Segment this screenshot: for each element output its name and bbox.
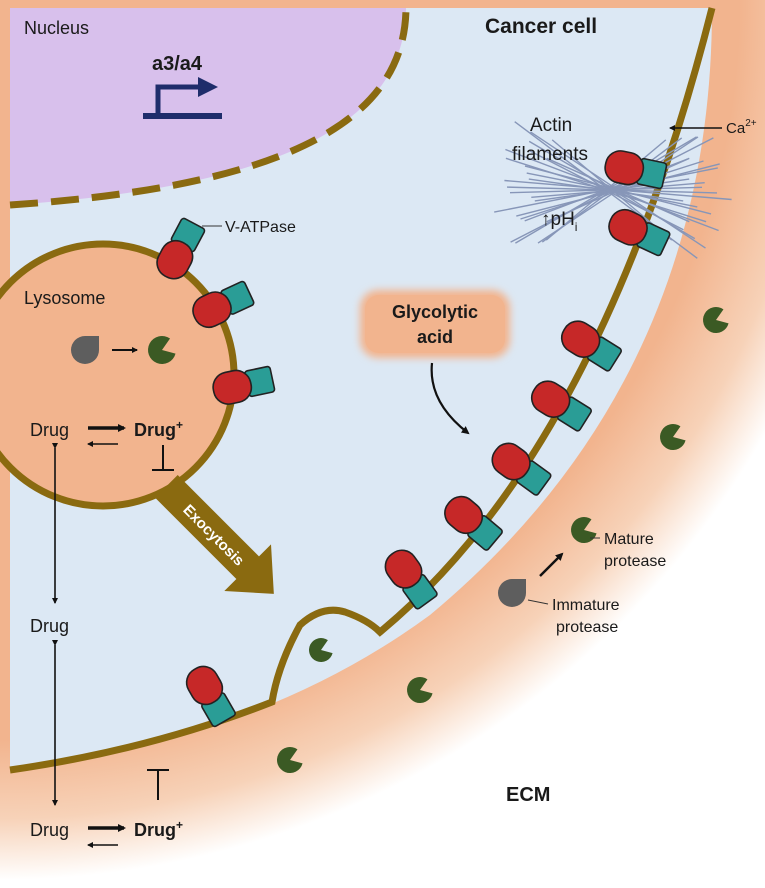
drug-plus-ecm-label: Drug+ (134, 818, 183, 840)
ecm-label: ECM (506, 784, 550, 806)
immature-protease-label-line2: protease (556, 619, 618, 636)
gene-label: a3/a4 (152, 53, 203, 75)
immature-protease-icon (71, 336, 99, 364)
calcium-text: Ca (726, 120, 746, 137)
drug-lysosome-label: Drug (30, 420, 69, 440)
lysosome-label: Lysosome (24, 288, 105, 308)
ph-subscript: i (575, 220, 578, 234)
calcium-superscript: 2+ (745, 118, 757, 129)
drug-plus-text-top: Drug (134, 420, 176, 440)
mature-protease-label-line2: protease (604, 553, 666, 570)
immature-protease-label-line1: Immature (552, 597, 620, 614)
drug-plus-sign-bottom: + (176, 818, 183, 832)
nucleus-label: Nucleus (24, 18, 89, 38)
ph-text: ↑pH (541, 209, 575, 230)
v-atpase-label: V-ATPase (225, 219, 296, 236)
glycolytic-label-line2: acid (417, 327, 453, 347)
drug-plus-text-bottom: Drug (134, 820, 176, 840)
mature-protease-label-line1: Mature (604, 531, 654, 548)
actin-label-line2: filaments (512, 144, 588, 165)
lysosome (0, 244, 234, 506)
cancer-cell-label: Cancer cell (485, 15, 597, 38)
drug-ecm-label: Drug (30, 820, 69, 840)
drug-cytoplasm-label: Drug (30, 616, 69, 636)
drug-plus-sign-top: + (176, 418, 183, 432)
glycolytic-label-line1: Glycolytic (392, 302, 478, 322)
drug-plus-lysosome-label: Drug+ (134, 418, 183, 440)
actin-label-line1: Actin (530, 115, 572, 136)
immature-protease-icon (498, 579, 526, 607)
